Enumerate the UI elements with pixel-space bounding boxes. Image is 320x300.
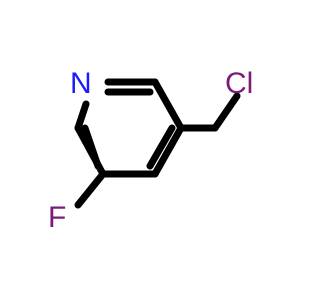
atom-label-fluorine: F: [48, 201, 66, 234]
bond-c5-f: [74, 170, 107, 209]
atom-label-chlorine: Cl: [225, 67, 253, 100]
bonds: [74, 78, 241, 209]
double-bond-inner-c3-c4: [146, 124, 176, 170]
bond-c2-c3: [151, 78, 185, 132]
atom-label-nitrogen: N: [70, 67, 92, 100]
structure-diagram: N Cl F: [48, 67, 253, 234]
molecule-canvas: N Cl F: [48, 67, 253, 234]
bond-c3-c4: [151, 124, 185, 178]
bond-c6-n: [74, 100, 90, 132]
double-bond-inner-c5-c6: [81, 124, 102, 170]
bond-ch2-cl: [211, 92, 241, 132]
